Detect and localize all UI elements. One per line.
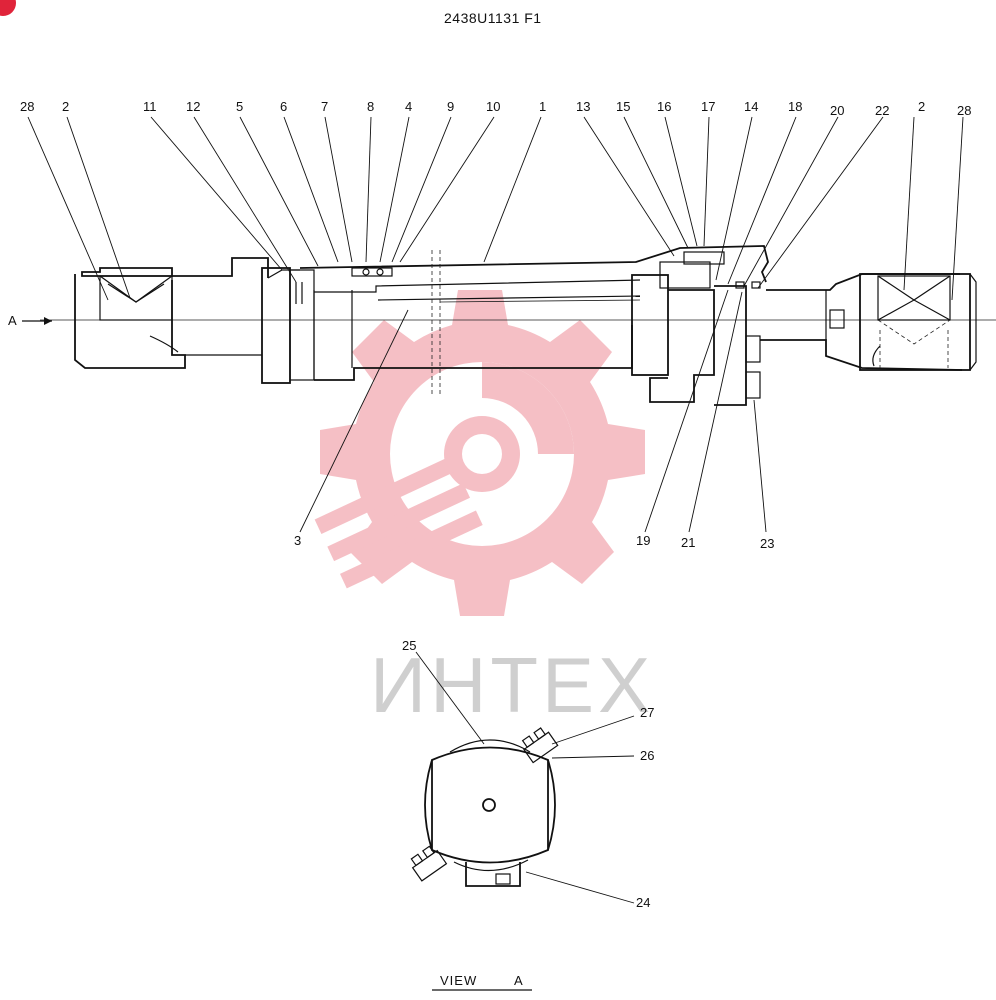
label-22: 22	[875, 103, 889, 118]
label-28-right: 28	[957, 103, 971, 118]
label-14: 14	[744, 99, 758, 114]
label-8: 8	[367, 99, 374, 114]
label-2-right: 2	[918, 99, 925, 114]
label-2-left: 2	[62, 99, 69, 114]
label-23: 23	[760, 536, 774, 551]
cylinder-side-view	[40, 245, 996, 406]
view-arrow-label: A	[8, 313, 17, 328]
label-27: 27	[640, 705, 654, 720]
label-11: 11	[143, 99, 157, 114]
watermark-text: ИНТЕХ	[370, 641, 654, 729]
label-19: 19	[636, 533, 650, 548]
view-arrow-icon	[22, 317, 52, 325]
label-12: 12	[186, 99, 200, 114]
label-4: 4	[405, 99, 412, 114]
label-21: 21	[681, 535, 695, 550]
label-28-left: 28	[20, 99, 34, 114]
label-10: 10	[486, 99, 500, 114]
view-a-detail	[410, 651, 635, 904]
leader-lines	[27, 116, 964, 533]
label-20: 20	[830, 103, 844, 118]
label-6: 6	[280, 99, 287, 114]
view-a-labels: 25 27 26 24	[402, 638, 654, 910]
label-16: 16	[657, 99, 671, 114]
label-15: 15	[616, 99, 630, 114]
label-25: 25	[402, 638, 416, 653]
label-9: 9	[447, 99, 454, 114]
view-caption: VIEW	[440, 973, 477, 988]
label-18: 18	[788, 99, 802, 114]
label-7: 7	[321, 99, 328, 114]
label-1: 1	[539, 99, 546, 114]
bottom-labels: 3 19 21 23	[294, 533, 774, 551]
label-17: 17	[701, 99, 715, 114]
view-caption-letter: A	[514, 973, 524, 988]
label-13: 13	[576, 99, 590, 114]
label-26: 26	[640, 748, 654, 763]
top-labels: 28 2 11 12 5 6 7 8 4 9 10 1 13 15 16 17 …	[20, 99, 971, 118]
corner-badge	[0, 0, 16, 16]
watermark-logo	[314, 290, 645, 616]
drawing-number: 2438U1131 F1	[444, 10, 542, 26]
label-5: 5	[236, 99, 243, 114]
label-24: 24	[636, 895, 650, 910]
label-3: 3	[294, 533, 301, 548]
